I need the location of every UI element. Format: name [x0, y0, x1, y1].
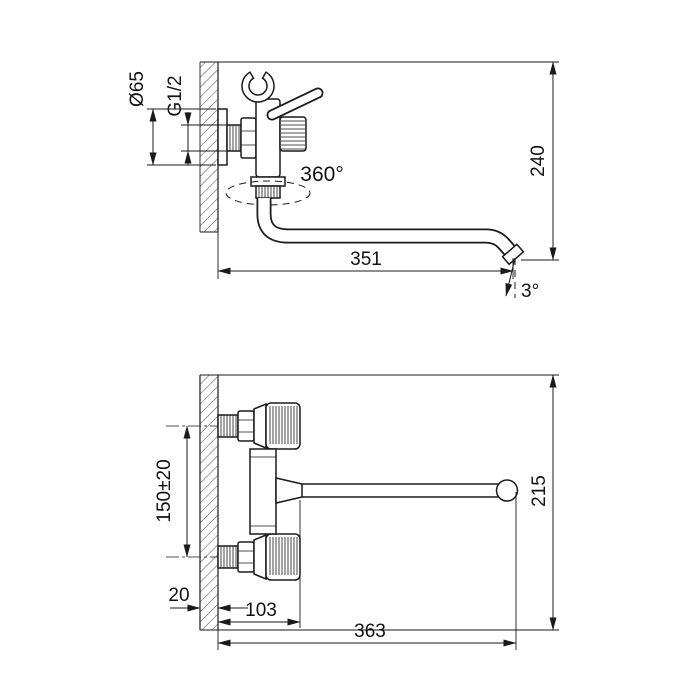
dim-reach-plan-label: 363: [354, 621, 386, 642]
spout-cone: [275, 477, 303, 504]
swivel-knurl: [258, 186, 278, 198]
nut-facets: [241, 130, 256, 146]
cap-knurl: [281, 120, 305, 150]
thread-lines: [229, 125, 240, 151]
dim-offset-label: 103: [245, 600, 277, 621]
dim-reach-351: 351: [217, 232, 514, 279]
spout-tube-plan: [302, 483, 498, 498]
supply-connection: [217, 402, 301, 450]
faucet-side: [217, 71, 525, 266]
wall-section-plan: [199, 375, 219, 630]
lever-handle-fill: [268, 89, 322, 119]
aerator-tip: [501, 243, 525, 266]
wall-flange: [217, 108, 228, 166]
dim-rotation-label: 360°: [300, 163, 343, 186]
side-view: Ø65 G1/2 360° 351 240 3°: [127, 61, 559, 302]
dim-reach-label: 351: [350, 249, 382, 270]
dim-wall-20: 20: [168, 585, 248, 612]
spout-tube-fill: [258, 198, 516, 256]
body-column: [249, 448, 277, 535]
dim-tilt-3deg: 3°: [505, 257, 539, 302]
dim-height-plan-label: 215: [529, 475, 550, 507]
wall-hatch: [200, 62, 218, 232]
dim-height-240: 240: [200, 61, 559, 261]
dim-thread: G1/2: [165, 75, 226, 165]
wall-section: [199, 62, 219, 233]
dim-centers-label: 150±20: [154, 459, 175, 522]
dim-reach-363: 363: [217, 492, 517, 650]
dim-tilt-label: 3°: [521, 281, 539, 302]
body-steps: [250, 456, 276, 527]
connection-nut: [240, 117, 257, 159]
dim-diameter: Ø65: [127, 71, 216, 166]
faucet-plan: [217, 402, 519, 581]
spout-tube-outline: [256, 198, 517, 257]
dim-centers-150: 150±20: [154, 425, 191, 558]
diverter-cap: [279, 116, 307, 152]
rotation-path-ellipse: [225, 180, 311, 206]
dim-wall-label: 20: [168, 585, 189, 606]
dim-height-label: 240: [528, 145, 549, 177]
spout-end-cap: [495, 479, 519, 502]
plan-view: 150±20 20 103 363 215: [154, 374, 559, 650]
dim-offset-103: 103: [217, 500, 301, 628]
dim-diameter-label: Ø65: [127, 71, 148, 107]
supply-connection-lower: [217, 533, 301, 581]
wall-hatch-plan: [200, 375, 218, 630]
shower-hook: [241, 71, 275, 103]
dim-thread-label: G1/2: [165, 75, 186, 116]
dim-height-215: 215: [200, 374, 559, 631]
